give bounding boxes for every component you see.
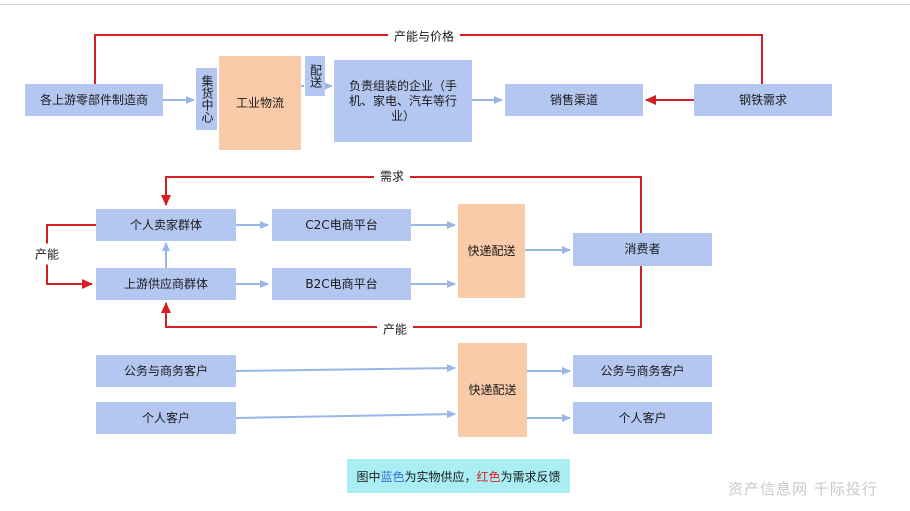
node-assembly-companies: 负责组装的企业（手机、家电、汽车等行业） (334, 60, 472, 142)
node-express-delivery-2: 快递配送 (458, 343, 527, 437)
legend-suffix: 为需求反馈 (500, 469, 561, 484)
node-b2c-platform: B2C电商平台 (272, 268, 411, 300)
node-upstream-suppliers: 上游供应商群体 (96, 268, 236, 300)
node-upstream-manufacturers: 各上游零部件制造商 (25, 84, 163, 116)
node-business-clients-right: 公务与商务客户 (573, 355, 712, 387)
edge-individual-left-to-express (235, 410, 456, 419)
watermark-text: 资产信息网 千际投行 (728, 480, 878, 498)
node-business-clients-left: 公务与商务客户 (96, 355, 236, 387)
node-individual-sellers: 个人卖家群体 (96, 209, 236, 241)
legend-middle: 为实物供应， (404, 469, 477, 484)
legend-red-word: 红色 (476, 469, 501, 484)
legend-blue-word: 蓝色 (380, 469, 405, 484)
legend-prefix: 图中 (356, 469, 381, 484)
label-capacity-price: 产能与价格 (387, 27, 461, 45)
label-capacity-bottom: 产能 (376, 320, 414, 338)
top-divider (0, 4, 910, 5)
node-consumers: 消费者 (573, 233, 712, 266)
node-steel-demand: 钢铁需求 (694, 84, 832, 116)
node-express-delivery-1: 快递配送 (458, 204, 525, 298)
node-sales-channels: 销售渠道 (505, 84, 643, 116)
legend-box: 图中蓝色为实物供应，红色为需求反馈 (347, 459, 570, 493)
edge-business-left-to-express (235, 364, 456, 373)
node-distribution-center: 集货中心 (196, 68, 217, 130)
node-individual-clients-left: 个人客户 (96, 402, 236, 434)
label-demand: 需求 (373, 167, 411, 185)
node-industrial-logistics: 工业物流 (219, 56, 301, 150)
node-individual-clients-right: 个人客户 (573, 402, 712, 434)
node-delivery-vertical: 配送 (305, 56, 325, 96)
node-c2c-platform: C2C电商平台 (272, 209, 411, 241)
label-capacity-left: 产能 (32, 243, 62, 265)
